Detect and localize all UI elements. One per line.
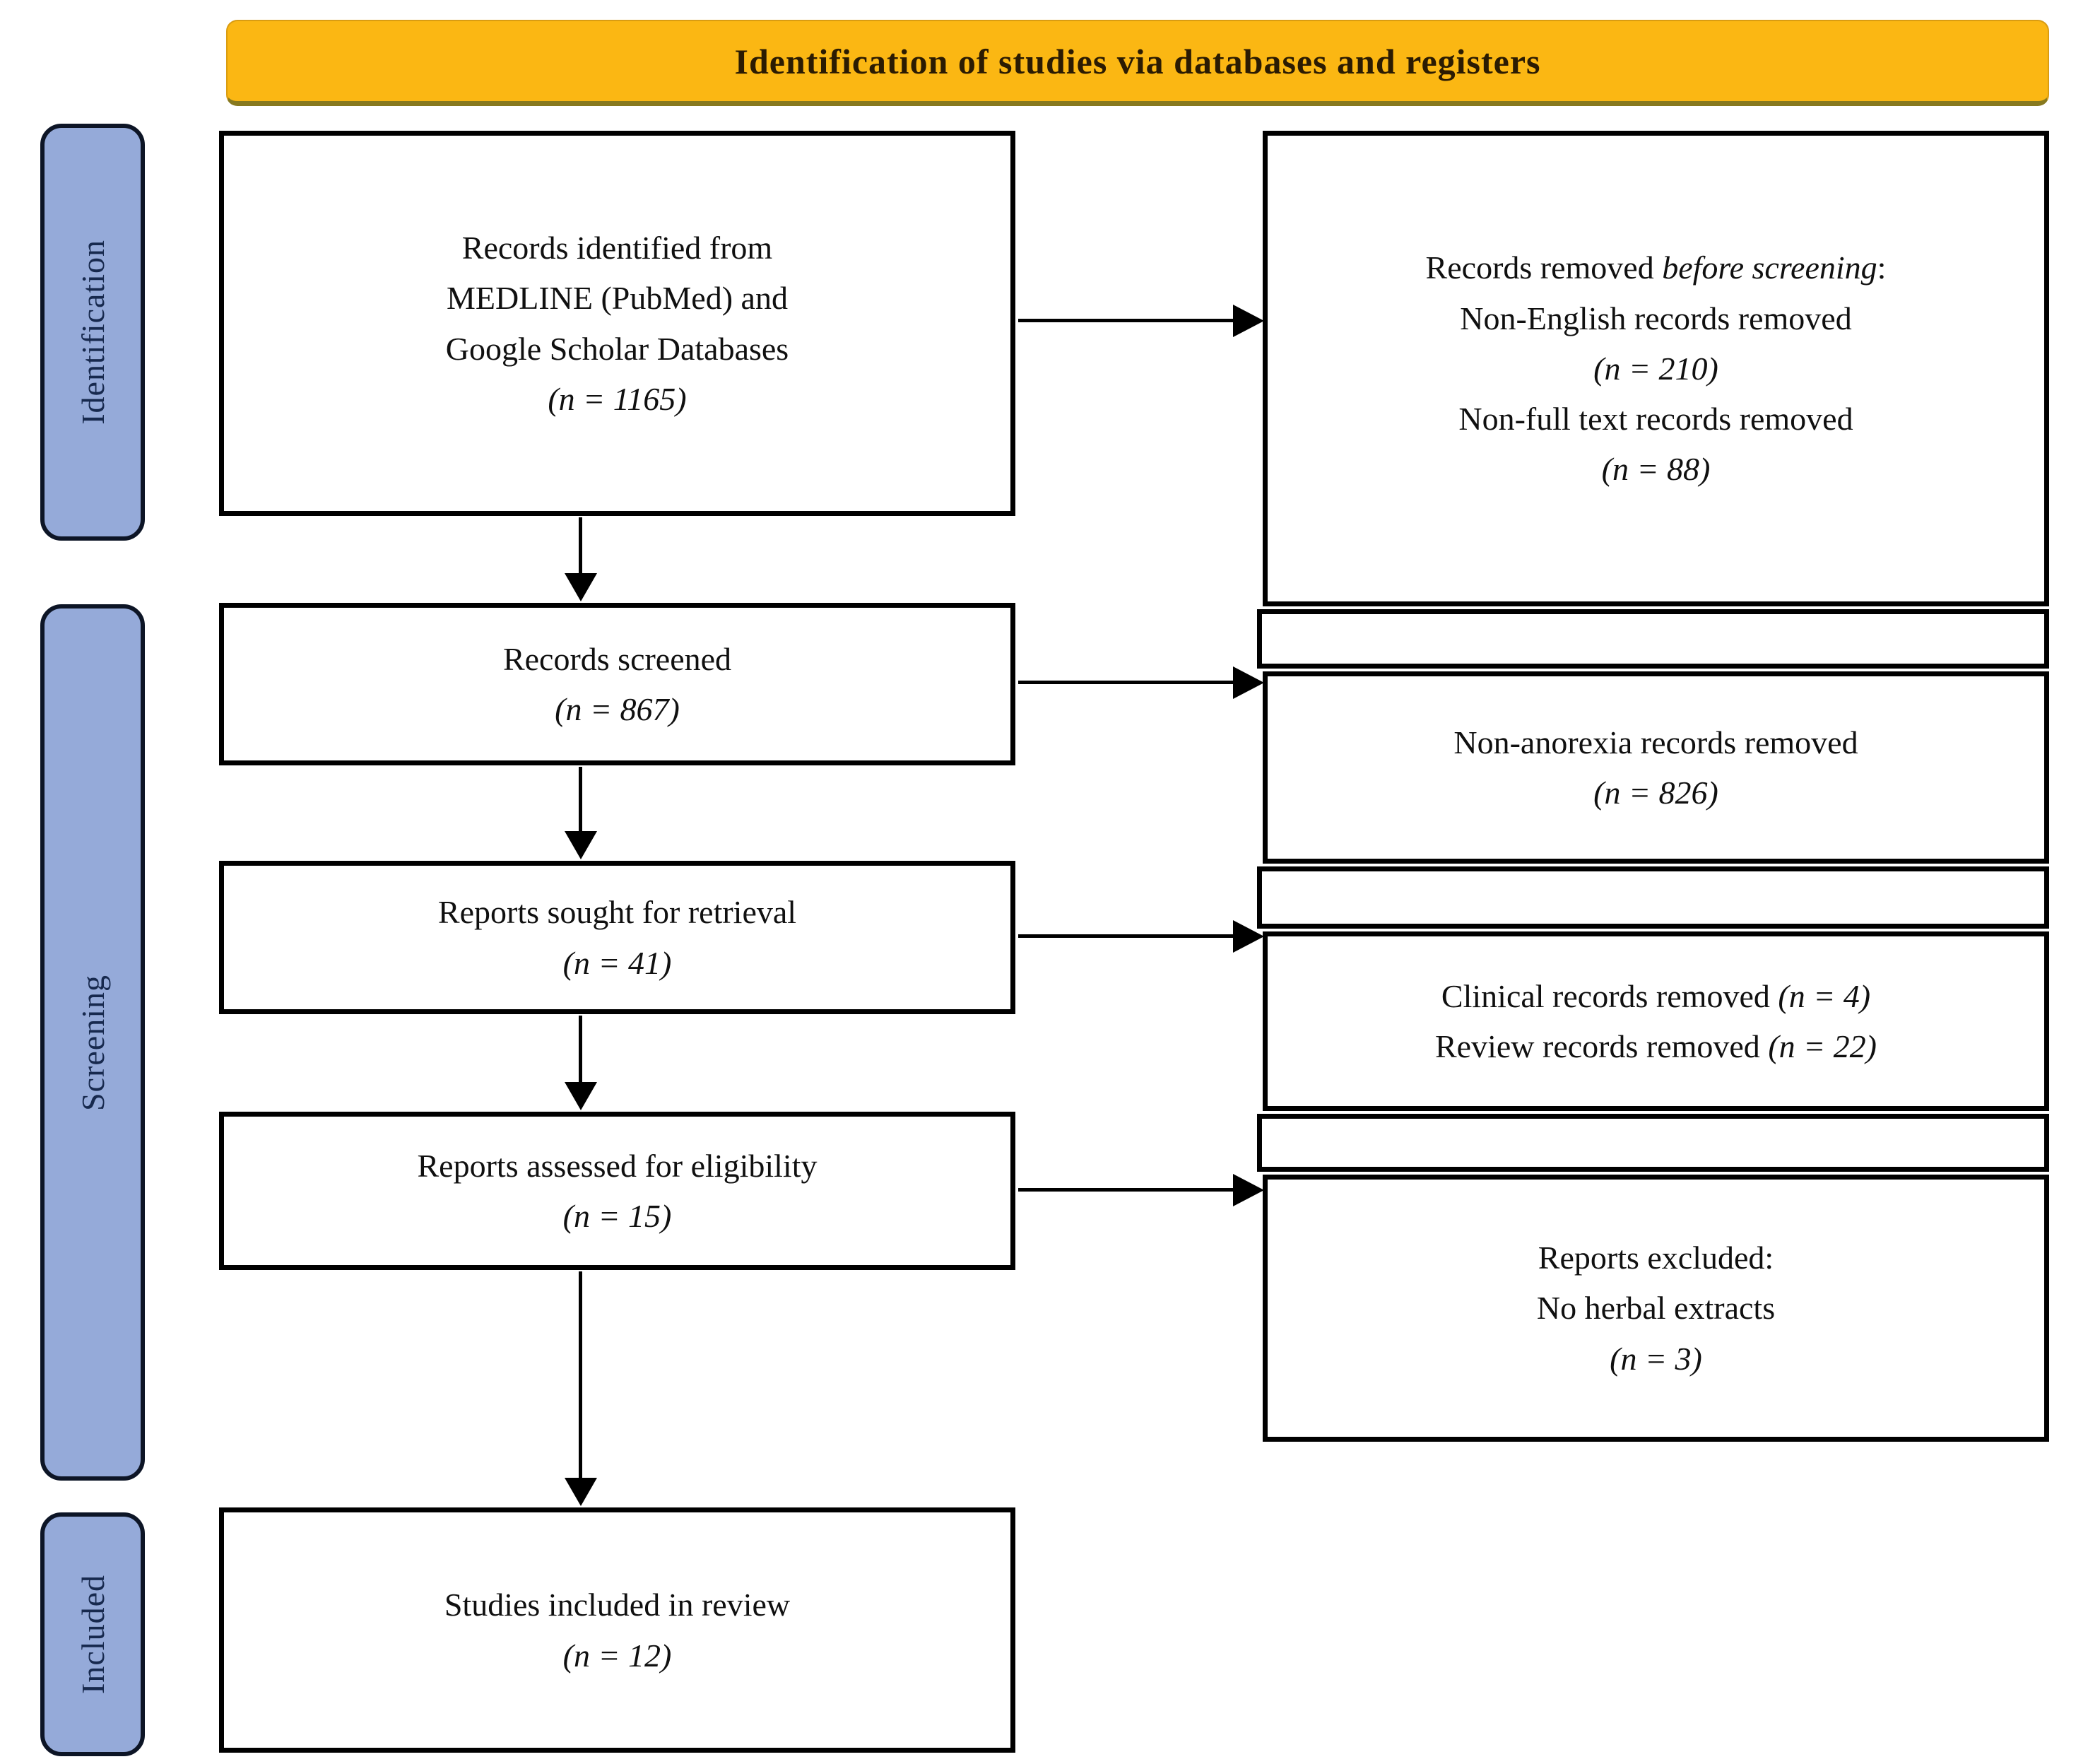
box-records-identified: Records identified from MEDLINE (PubMed)… [219,131,1015,516]
arrow-screened-to-sought [579,767,582,833]
box-reports-assessed-n: (n = 15) [562,1198,672,1234]
arrow-screened-to-non-anorexia [1018,681,1234,684]
box-records-identified-n: (n = 1165) [548,380,687,417]
non-anorexia-removed-n: (n = 826) [1593,775,1718,811]
box-reports-sought-n: (n = 41) [562,944,672,981]
review-removed-line: Review records removed (n = 22) [1435,1021,1877,1071]
box-reports-excluded: Reports excluded: No herbal extracts (n … [1263,1175,2049,1442]
stage-identification-label: Identification [74,240,111,425]
reports-excluded-reason: No herbal extracts [1536,1290,1776,1327]
stage-identification: Identification [40,124,145,541]
box-non-anorexia-removed: Non-anorexia records removed (n = 826) [1263,671,2049,864]
non-full-text-removed-text: Non-full text records removed [1458,401,1853,437]
reports-excluded-n: (n = 3) [1610,1340,1702,1377]
box-records-identified-line-2: MEDLINE (PubMed) and [447,280,788,317]
spacer-box-1 [1257,609,2049,669]
records-removed-intro: Records removed before screening: [1426,242,1887,293]
box-records-identified-line-3: Google Scholar Databases [445,330,789,367]
box-records-screened-line-1: Records screened [502,640,732,677]
stage-screening: Screening [40,604,145,1481]
arrow-identified-to-removed [1018,319,1234,322]
box-clinical-review-removed: Clinical records removed (n = 4) Review … [1263,931,2049,1111]
banner: Identification of studies via databases … [226,20,2049,106]
spacer-box-2 [1257,866,2049,929]
reports-excluded-intro: Reports excluded: [1538,1240,1774,1276]
records-removed-intro-italic: before screening [1662,249,1877,286]
box-studies-included-line-1: Studies included in review [444,1587,791,1623]
arrow-assessed-to-included [579,1271,582,1479]
box-studies-included: Studies included in review (n = 12) [219,1507,1015,1753]
review-removed-n: (n = 22) [1768,1028,1877,1064]
review-removed-text: Review records removed [1434,1028,1769,1064]
box-records-identified-line-1: Records identified from [461,229,773,266]
arrow-sought-to-assessed [579,1016,582,1083]
box-reports-assessed-line-1: Reports assessed for eligibility [417,1147,818,1184]
non-english-removed-n: (n = 210) [1593,350,1718,387]
box-records-screened-n: (n = 867) [555,691,680,727]
records-removed-intro-plain: Records removed [1425,249,1663,286]
non-full-text-removed-n: (n = 88) [1601,451,1711,488]
arrow-assessed-to-excluded [1018,1188,1234,1192]
box-records-screened: Records screened (n = 867) [219,603,1015,765]
box-studies-included-n: (n = 12) [562,1637,672,1674]
spacer-box-3 [1257,1114,2049,1172]
arrow-identified-to-screened [579,517,582,575]
clinical-removed-line: Clinical records removed (n = 4) [1441,971,1870,1021]
records-removed-intro-tail: : [1877,249,1887,286]
box-reports-sought-line-1: Reports sought for retrieval [437,894,797,931]
box-reports-assessed: Reports assessed for eligibility (n = 15… [219,1112,1015,1270]
clinical-removed-n: (n = 4) [1778,977,1871,1014]
non-anorexia-removed-text: Non-anorexia records removed [1453,724,1858,760]
banner-title: Identification of studies via databases … [734,41,1541,81]
stage-screening-label: Screening [74,974,111,1111]
stage-included: Included [40,1512,145,1756]
stage-included-label: Included [74,1575,111,1694]
clinical-removed-text: Clinical records removed [1441,977,1778,1014]
non-english-removed-text: Non-English records removed [1460,300,1852,336]
arrow-sought-to-clinical-review [1018,934,1234,938]
box-reports-sought: Reports sought for retrieval (n = 41) [219,861,1015,1014]
box-records-removed-before-screening: Records removed before screening: Non-En… [1263,131,2049,606]
